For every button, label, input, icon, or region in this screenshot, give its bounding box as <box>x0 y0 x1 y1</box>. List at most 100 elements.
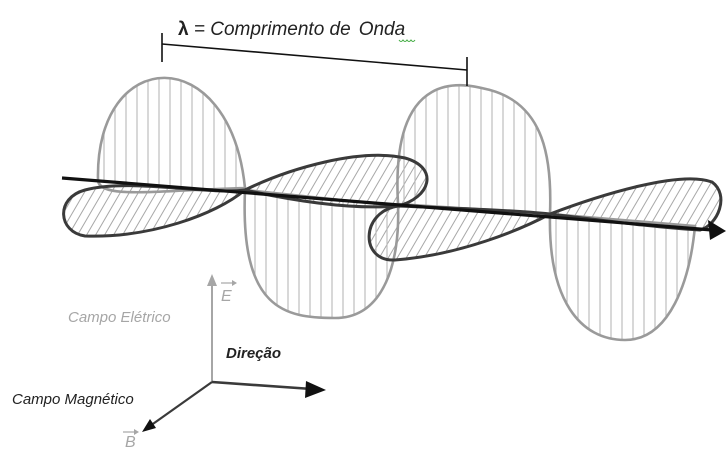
magnetic-hatch-line <box>413 206 485 261</box>
magnetic-hatch-line <box>332 155 404 207</box>
magnetic-hatch-line <box>71 185 143 237</box>
magnetic-hatch-line <box>63 185 89 237</box>
magnetic-axis-line <box>149 381 213 427</box>
magnetic-hatch-line <box>620 178 692 230</box>
magnetic-hatch-line <box>63 185 116 237</box>
magnetic-hatch-line <box>107 185 179 237</box>
magnetic-hatch-line <box>566 178 638 230</box>
magnetic-field-label: Campo Magnético <box>12 391 134 408</box>
magnetic-hatch-line <box>170 185 242 237</box>
magnetic-hatch-line <box>550 178 593 230</box>
magnetic-hatch-group <box>0 140 726 261</box>
vector-arrow-icon <box>142 419 156 432</box>
magnetic-hatch-line <box>550 178 620 230</box>
magnetic-hatch-line <box>629 178 701 230</box>
electric-wave-trough-1 <box>243 188 400 320</box>
magnetic-hatch-line <box>522 140 592 260</box>
direction-axis-line <box>211 380 313 391</box>
magnetic-wave-lobe-3 <box>367 204 556 262</box>
magnetic-hatch-line <box>638 178 710 230</box>
magnetic-hatch-line <box>134 185 206 237</box>
magnetic-hatch-line <box>550 178 557 230</box>
magnetic-hatch-line <box>485 206 550 261</box>
magnetic-hatch-line <box>495 140 565 260</box>
wavelength-title: λ = Comprimento de Onda <box>178 19 405 40</box>
magnetic-hatch-line <box>666 140 726 260</box>
magnetic-hatch-line <box>549 140 619 260</box>
direction-label: Direção <box>226 345 281 362</box>
magnetic-hatch-line <box>27 140 97 260</box>
magnetic-hatch-line <box>323 155 395 207</box>
magnetic-hatch-line <box>550 178 566 230</box>
magnetic-hatch-line <box>80 185 152 237</box>
magnetic-hatch-line <box>251 155 323 207</box>
wavelength-text: Comprimento de <box>210 19 350 40</box>
electric-vector-group <box>254 193 388 318</box>
magnetic-hatch-line <box>252 140 322 260</box>
magnetic-hatch-line <box>647 178 719 230</box>
magnetic-field-hatching <box>0 140 726 261</box>
magnetic-hatch-line <box>602 178 674 230</box>
magnetic-hatch-line <box>161 185 233 237</box>
magnetic-hatch-line <box>369 206 440 261</box>
magnetic-hatch-line <box>611 178 683 230</box>
magnetic-hatch-line <box>0 140 70 260</box>
magnetic-hatch-line <box>467 206 539 261</box>
magnetic-hatch-line <box>341 155 413 207</box>
magnetic-hatch-group <box>63 140 619 260</box>
magnetic-hatch-line <box>431 206 503 261</box>
magnetic-hatch-line <box>486 140 556 260</box>
magnetic-hatch-line <box>215 185 246 237</box>
magnetic-hatch-line <box>458 206 530 261</box>
magnetic-hatch-line <box>449 206 521 261</box>
magnetic-hatch-line <box>666 140 726 260</box>
magnetic-hatch-line <box>63 185 107 237</box>
magnetic-hatch-line <box>549 140 619 260</box>
magnetic-hatch-line <box>98 185 170 237</box>
electric-wave-trough-2 <box>548 212 697 342</box>
magnetic-hatch-line <box>683 178 721 230</box>
magnetic-hatch-line <box>0 140 70 260</box>
magnetic-hatch-line <box>395 206 467 261</box>
magnetic-hatch-line <box>27 140 97 260</box>
magnetic-hatch-line <box>575 178 647 230</box>
magnetic-hatch-line <box>593 178 665 230</box>
magnetic-hatch-line <box>584 178 656 230</box>
magnetic-hatch-line <box>548 206 550 261</box>
electric-wave-crest-1 <box>96 76 247 194</box>
magnetic-hatch-line <box>63 185 125 237</box>
magnetic-hatch-line <box>0 140 70 260</box>
wavelength-text-end: Onda <box>359 19 405 40</box>
magnetic-hatch-line <box>522 140 592 260</box>
vector-arrow-icon <box>207 274 217 286</box>
magnetic-hatch-line <box>179 185 246 237</box>
magnetic-hatch-line <box>440 206 512 261</box>
magnetic-hatch-line <box>27 140 97 260</box>
spellcheck-squiggle <box>398 39 416 42</box>
lambda-symbol: λ <box>178 19 189 40</box>
electric-vector-group <box>555 217 689 340</box>
magnetic-hatch-line <box>18 140 88 260</box>
magnetic-hatch-line <box>377 206 449 261</box>
magnetic-hatch-line <box>521 206 550 261</box>
magnetic-hatch-line <box>369 206 431 261</box>
magnetic-hatch-line <box>422 206 494 261</box>
equals-sign: = <box>189 19 211 40</box>
magnetic-hatch-line <box>116 185 188 237</box>
magnetic-hatch-line <box>245 155 287 207</box>
magnetic-hatch-line <box>63 185 71 237</box>
propagation-axis <box>61 176 713 232</box>
magnetic-hatch-line <box>63 185 134 237</box>
magnetic-hatch-line <box>252 140 322 260</box>
magnetic-hatch-line <box>674 178 721 230</box>
magnetic-wave-lobe-2 <box>240 153 429 209</box>
arrow-right-icon <box>708 220 726 240</box>
axes-legend: E B Campo Elétrico Direção Campo Magnéti… <box>12 274 326 450</box>
magnetic-hatch-line <box>18 140 88 260</box>
magnetic-hatch-line <box>404 206 476 261</box>
magnetic-hatch-line <box>495 140 565 260</box>
electric-vector-symbol: E <box>221 288 232 305</box>
wavelength-bracket <box>161 33 468 86</box>
